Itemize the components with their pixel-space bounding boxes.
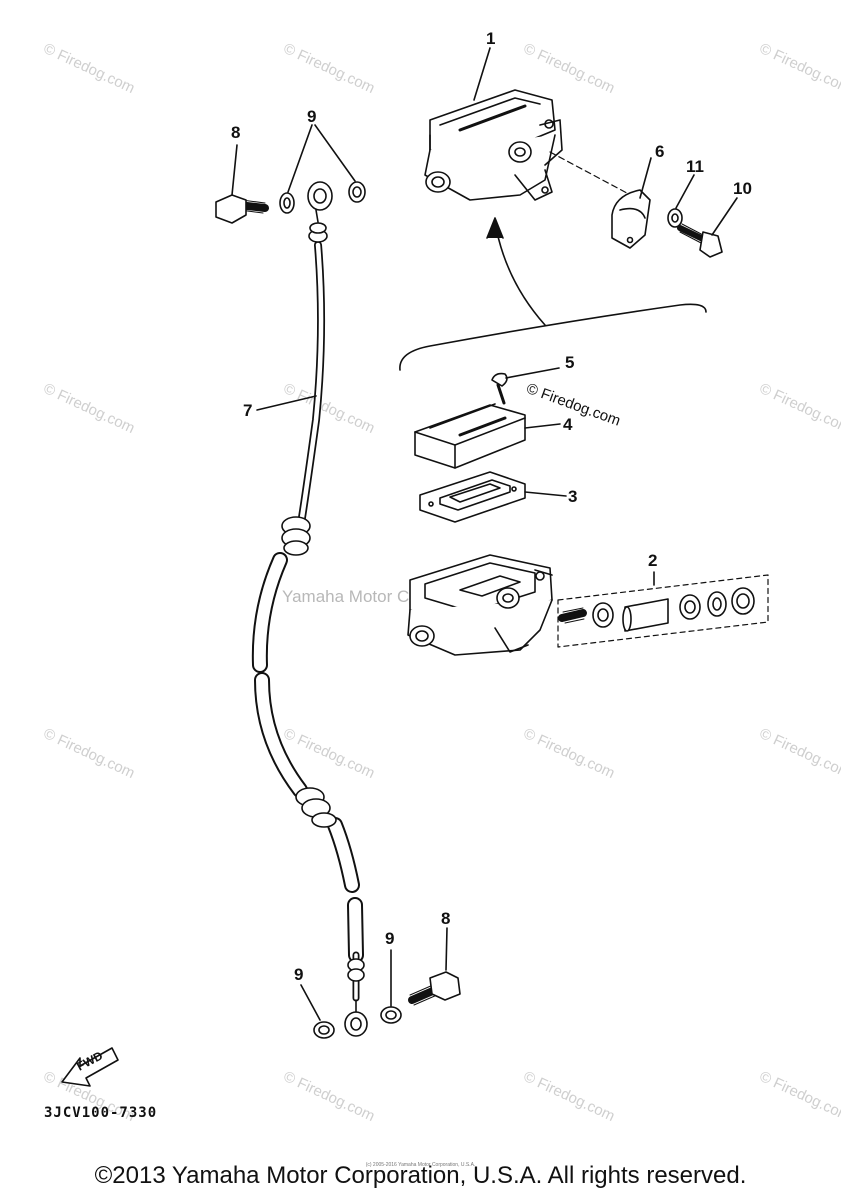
copyright-notice: ©2013 Yamaha Motor Corporation, U.S.A. A… (94, 1162, 747, 1189)
callout-11: 11 (686, 157, 704, 176)
washer-9-top-b (348, 181, 366, 203)
callout-9-bottom-left: 9 (294, 965, 304, 984)
callout-9-top: 9 (307, 107, 317, 126)
cylinder-body (407, 554, 553, 656)
washer-9-bottom-right (380, 1006, 402, 1024)
screw-5 (491, 372, 508, 405)
diaphragm-3 (419, 471, 526, 523)
callout-3: 3 (568, 487, 578, 506)
callout-8-top: 8 (231, 123, 241, 142)
clamp-6 (611, 189, 651, 249)
brake-hose-7 (251, 181, 368, 1037)
callout-8-bottom: 8 (441, 909, 451, 928)
washer-9-bottom-left (313, 1021, 335, 1039)
tiny-credit: (c) 2005-2016 Yamaha Motor Corporation, … (365, 1162, 476, 1168)
washer-9-top-a (279, 192, 295, 214)
piston-kit-2 (557, 574, 769, 648)
callout-6: 6 (655, 142, 665, 161)
reservoir-cap-4 (414, 403, 526, 469)
callout-10: 10 (733, 179, 752, 198)
callout-9-bottom-right: 9 (385, 929, 395, 948)
callout-1: 1 (486, 29, 496, 48)
callout-7: 7 (243, 401, 253, 420)
banjo-bolt-8-top (215, 194, 269, 224)
callout-4: 4 (563, 415, 573, 434)
master-cylinder-assembly (424, 89, 641, 201)
reference-code: 3JCV100-7330 (44, 1105, 158, 1121)
washer-11 (667, 208, 683, 228)
callout-2: 2 (648, 551, 658, 570)
bolt-10 (677, 223, 723, 258)
callout-5: 5 (565, 353, 575, 372)
banjo-bolt-8-bottom (408, 971, 461, 1006)
